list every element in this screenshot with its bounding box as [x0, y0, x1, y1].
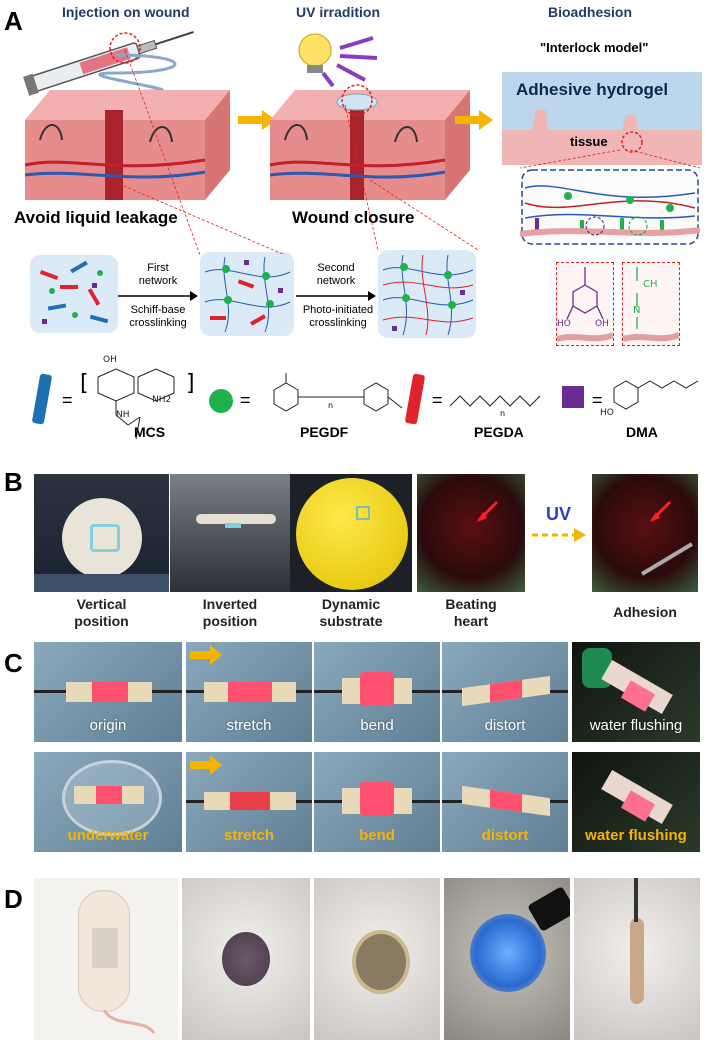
photo-bend-underwater: bend [314, 752, 440, 852]
photo-inverted-position [170, 474, 290, 592]
legend-pegdf: PEGDF [300, 424, 349, 440]
interlock-network-zoom [520, 169, 700, 245]
chem-ch-label: CH [643, 279, 658, 290]
arrow-right-icon [238, 110, 276, 130]
photo-stretch: stretch [186, 642, 312, 742]
pegdf-structure: n [273, 373, 403, 412]
uv-dashed-arrow-icon [532, 528, 586, 542]
photo-adhesion [592, 474, 698, 592]
tissue-label: tissue [570, 134, 608, 149]
pegda-structure: n [449, 395, 541, 418]
panel-letter-b: B [4, 467, 23, 497]
photo-dynamic-substrate [290, 474, 412, 592]
photo-vertical-position [34, 474, 169, 592]
chem-ho-label: HO [557, 319, 571, 329]
first-network-label: First network [138, 262, 178, 287]
svg-text:[: [ [80, 371, 89, 396]
caption-avoid-leakage: Avoid liquid leakage [14, 208, 178, 227]
label-bend: bend [360, 717, 394, 734]
caption-dynamic-substrate: Dynamic substrate [319, 596, 383, 629]
tissue-block-1 [24, 90, 230, 200]
stage-title-bioadhesion: Bioadhesion [548, 4, 633, 20]
second-network-box [378, 250, 476, 338]
panel-letter-d: D [4, 884, 23, 914]
label-distort: distort [484, 717, 526, 734]
chem-nh2: NH2 [152, 395, 172, 405]
photo-origin: origin [34, 642, 182, 742]
panel-letter-a: A [4, 6, 23, 36]
chem-ho: HO [600, 408, 614, 418]
caption-beating-heart: Beating heart [445, 596, 497, 629]
caption-inverted-position: Inverted position [202, 596, 258, 629]
label-origin: origin [89, 717, 127, 734]
photo-wound-closed [574, 878, 700, 1040]
equals-sign: = [240, 390, 251, 410]
photo-beating-heart [417, 474, 525, 592]
panel-letter-c: C [4, 648, 23, 678]
tissue-interlock [502, 110, 702, 165]
equals-sign: = [62, 390, 73, 410]
photo-initiated-label: Photo-initiated crosslinking [302, 304, 374, 329]
caption-adhesion: Adhesion [613, 604, 677, 620]
uv-lamp-icon [298, 33, 378, 88]
uv-label: UV [546, 504, 572, 524]
legend-dma: DMA [626, 424, 658, 440]
caption-wound-closure: Wound closure [292, 208, 415, 227]
caption-vertical-position: Vertical position [74, 596, 129, 629]
schiff-base-label: Schiff-base crosslinking [129, 304, 187, 329]
schiff-zoom: CH N [622, 262, 681, 346]
legend-mcs: MCS [134, 424, 166, 440]
label-water-flushing: water flushing [589, 717, 683, 734]
dma-structure [613, 380, 699, 410]
arrow-right-icon [455, 110, 493, 130]
photo-wound-open [182, 878, 310, 1040]
adhesive-hydrogel-label: Adhesive hydrogel [516, 80, 669, 99]
interlock-model-label: "Interlock model" [540, 40, 649, 55]
zoom-lines [109, 49, 701, 256]
photo-underwater: underwater [34, 752, 182, 852]
chem-oh-label: OH [595, 319, 609, 329]
photo-water-flushing-underwater: water flushing [572, 752, 700, 852]
photo-stretch-underwater: stretch [186, 752, 312, 852]
equals-sign: = [432, 390, 443, 410]
second-network-label: Second network [316, 262, 356, 287]
mcs-legend-icon [32, 373, 52, 425]
photo-distort-underwater: distort [442, 752, 568, 852]
label-bend-underwater: bend [359, 827, 395, 844]
catechol-zoom: HO OH [556, 262, 615, 346]
photo-bend: bend [314, 642, 440, 742]
label-stretch: stretch [226, 717, 272, 734]
monomer-mix-box [30, 255, 118, 333]
stage-title-uv: UV irradition [296, 4, 381, 20]
dma-legend-icon [562, 386, 584, 408]
chem-n-label: N [633, 305, 641, 316]
arrow-black-icon [118, 291, 198, 301]
equals-sign: = [592, 390, 603, 410]
arrow-right-icon [190, 645, 222, 665]
label-distort-underwater: distort [481, 827, 529, 844]
svg-text:]: ] [186, 371, 195, 396]
chem-n-index: n [328, 401, 333, 410]
pegda-legend-icon [405, 373, 425, 425]
photo-water-flushing: water flushing [572, 642, 700, 742]
label-water-flushing-underwater: water flushing [585, 827, 687, 844]
arrow-black-icon [296, 291, 376, 301]
label-underwater: underwater [67, 827, 149, 844]
photo-rat-full [34, 878, 178, 1040]
legend-pegda: PEGDA [474, 424, 524, 440]
photo-wound-injected [314, 878, 440, 1040]
arrow-right-icon [190, 755, 222, 775]
chem-nh: NH [116, 410, 130, 420]
svg-text:n: n [500, 409, 505, 418]
photo-wound-uv [444, 878, 570, 1040]
stage-title-injection: Injection on wound [62, 4, 190, 20]
pegdf-legend-icon [209, 389, 233, 413]
first-network-box [200, 252, 294, 336]
label-stretch-underwater: stretch [223, 827, 275, 844]
photo-distort: distort [442, 642, 568, 742]
mcs-structure: [ ] [80, 368, 195, 440]
chem-oh: OH [103, 355, 117, 365]
